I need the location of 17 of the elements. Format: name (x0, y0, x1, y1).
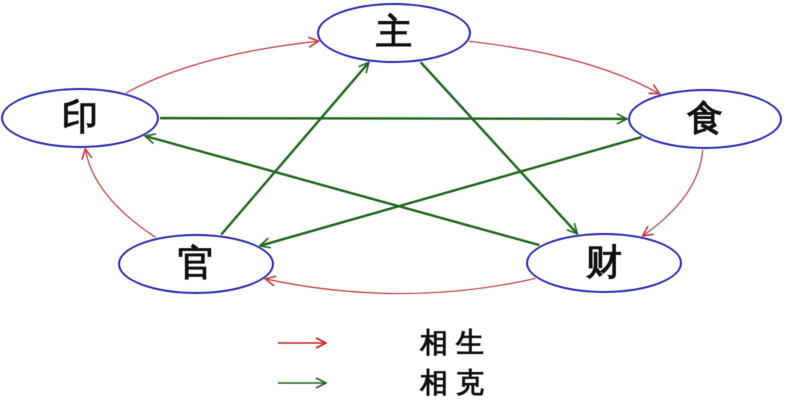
arrow (126, 36, 320, 94)
arrow (259, 136, 642, 249)
arrow (642, 150, 704, 237)
element-label: 食 (687, 101, 723, 137)
arrow (82, 148, 156, 238)
arrow (160, 113, 628, 125)
arrow (264, 275, 536, 294)
arrow (420, 61, 578, 235)
arrow (469, 40, 660, 95)
element-label: 印 (62, 100, 98, 136)
legend-label: 相克 (420, 369, 492, 397)
arrow (220, 62, 370, 236)
element-label: 财 (586, 245, 622, 281)
element-label: 官 (178, 246, 214, 282)
legend-label: 相生 (420, 329, 492, 357)
arrow (144, 133, 540, 246)
element-label: 主 (376, 15, 412, 51)
